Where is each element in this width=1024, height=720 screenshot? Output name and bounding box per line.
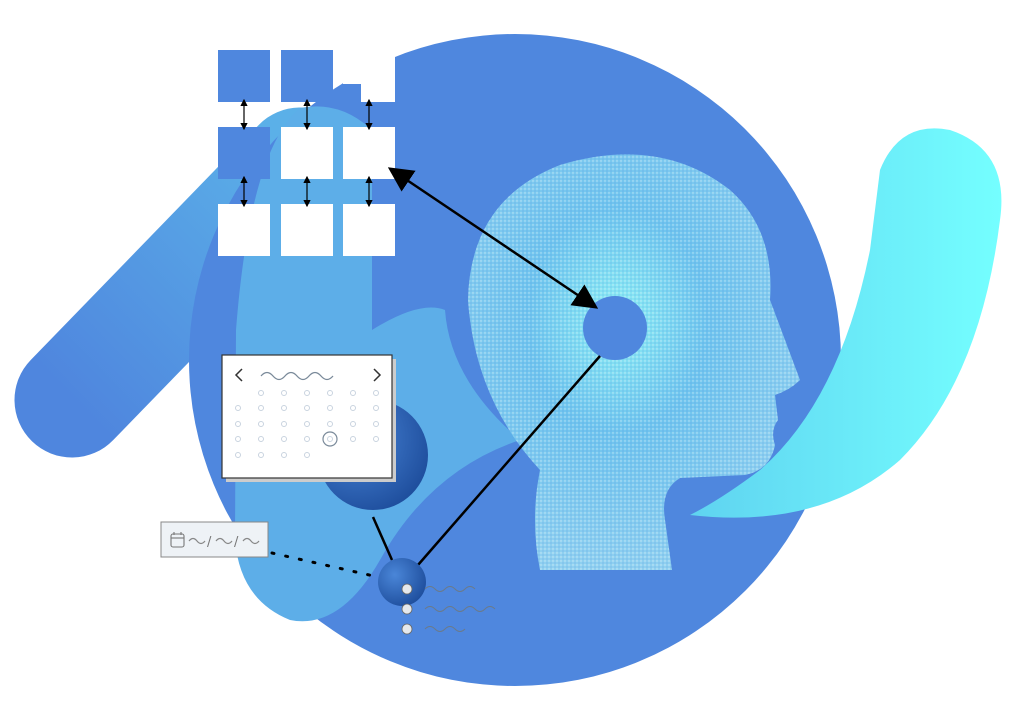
calendar-day[interactable]: [281, 421, 287, 427]
calendar-day[interactable]: [350, 405, 356, 411]
calendar-day[interactable]: [281, 390, 287, 396]
chevron-left-icon[interactable]: [234, 368, 243, 382]
calendar-day[interactable]: [327, 421, 333, 427]
calendar-day[interactable]: [373, 405, 379, 411]
calendar-day[interactable]: [350, 436, 356, 442]
calendar-day[interactable]: [350, 421, 356, 427]
block-grid: [218, 50, 395, 256]
calendar-day[interactable]: [281, 436, 287, 442]
selected-day[interactable]: [322, 431, 338, 447]
date-separator: /: [207, 535, 212, 550]
cyan-swoosh: [690, 128, 1002, 518]
calendar-day[interactable]: [327, 436, 333, 442]
calendar-day[interactable]: [304, 421, 310, 427]
calendar-day[interactable]: [258, 421, 264, 427]
calendar-days[interactable]: [235, 390, 379, 458]
calendar-day[interactable]: [258, 452, 264, 458]
small-sphere: [378, 558, 426, 606]
date-separator: /: [234, 535, 239, 550]
calendar-day[interactable]: [235, 405, 241, 411]
calendar-day[interactable]: [373, 436, 379, 442]
calendar-day[interactable]: [235, 436, 241, 442]
connector-line-2: [371, 516, 394, 561]
connector-arrow: [387, 167, 599, 309]
calendar-day[interactable]: [373, 390, 379, 396]
calendar-day[interactable]: [304, 452, 310, 458]
calendar-day[interactable]: [373, 421, 379, 427]
date-input[interactable]: / /: [160, 521, 269, 558]
calendar-day[interactable]: [235, 452, 241, 458]
connector-line: [417, 355, 601, 566]
calendar-icon: [170, 532, 185, 548]
month-label-squiggle: [260, 371, 334, 381]
calendar-day[interactable]: [304, 390, 310, 396]
calendar-day[interactable]: [235, 421, 241, 427]
calendar-day[interactable]: [327, 390, 333, 396]
calendar-card[interactable]: [221, 354, 396, 482]
calendar-day[interactable]: [304, 405, 310, 411]
calendar-day[interactable]: [281, 452, 287, 458]
head-focus-hole: [583, 296, 647, 360]
calendar-day[interactable]: [258, 390, 264, 396]
calendar-day[interactable]: [327, 405, 333, 411]
calendar-day[interactable]: [258, 436, 264, 442]
calendar-day[interactable]: [304, 436, 310, 442]
calendar-day[interactable]: [350, 390, 356, 396]
calendar-day[interactable]: [281, 405, 287, 411]
calendar-day[interactable]: [258, 405, 264, 411]
chevron-right-icon[interactable]: [373, 368, 382, 382]
option-list[interactable]: [401, 583, 496, 635]
